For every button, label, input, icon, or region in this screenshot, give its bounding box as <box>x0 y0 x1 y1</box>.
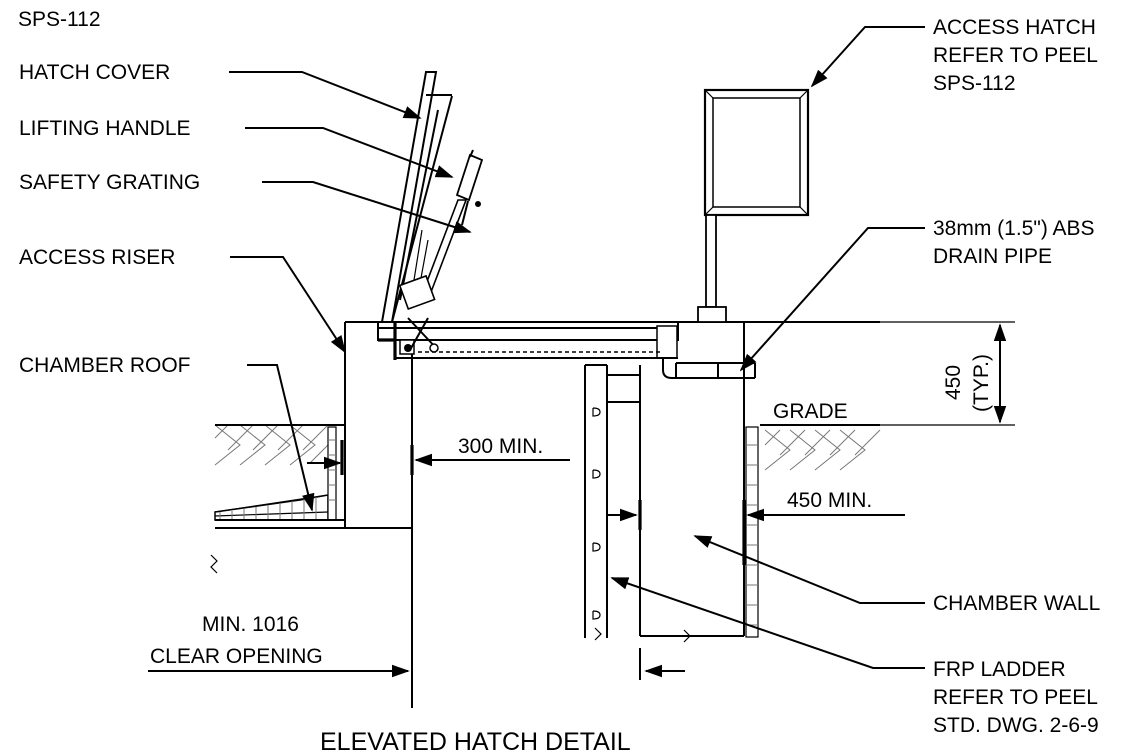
dim-clear-opening-2: CLEAR OPENING <box>150 645 323 668</box>
label-frp-ladder-3: STD. DWG. 2-6-9 <box>933 714 1099 737</box>
sheet-ref: SPS-112 <box>18 8 101 31</box>
chamber-roof <box>210 426 412 574</box>
dim-clear-opening-1: MIN. 1016 <box>202 613 299 636</box>
soil-left <box>214 424 345 466</box>
label-access-hatch-1: ACCESS HATCH <box>933 16 1096 39</box>
leader-lines <box>148 26 925 680</box>
label-drain-pipe-1: 38mm (1.5") ABS <box>933 217 1095 240</box>
dim-450-typ-note: (TYP.) <box>970 354 993 412</box>
drain-pipe <box>662 358 756 379</box>
label-lifting-handle: LIFTING HANDLE <box>19 117 191 140</box>
label-chamber-roof: CHAMBER ROOF <box>19 354 191 377</box>
label-chamber-wall: CHAMBER WALL <box>933 592 1100 615</box>
label-access-hatch-2: REFER TO PEEL <box>933 44 1098 67</box>
dim-450-typ-value: 450 <box>942 365 965 400</box>
label-hatch-cover: HATCH COVER <box>19 61 170 84</box>
frp-ladder <box>584 364 642 641</box>
text-labels: SPS-112 HATCH COVER LIFTING HANDLE SAFET… <box>18 8 1100 751</box>
label-safety-grating: SAFETY GRATING <box>19 171 200 194</box>
label-access-riser: ACCESS RISER <box>19 246 175 269</box>
drawing-title: ELEVATED HATCH DETAIL <box>320 728 631 751</box>
access-riser <box>344 321 414 708</box>
access-hatch-sign <box>697 88 810 323</box>
chamber-wall <box>640 322 759 643</box>
dimension-450-typ <box>880 321 1015 426</box>
label-drain-pipe-2: DRAIN PIPE <box>933 245 1052 268</box>
label-frp-ladder-2: REFER TO PEEL <box>933 686 1098 709</box>
dim-300-min: 300 MIN. <box>458 435 543 458</box>
label-frp-ladder-1: FRP LADDER <box>933 658 1066 681</box>
soil-right <box>760 424 881 471</box>
label-grade: GRADE <box>773 400 848 423</box>
label-access-hatch-3: SPS-112 <box>933 72 1016 95</box>
dim-450-min: 450 MIN. <box>787 489 872 512</box>
lifting-handle <box>455 149 484 226</box>
hatch-frame <box>377 321 880 360</box>
